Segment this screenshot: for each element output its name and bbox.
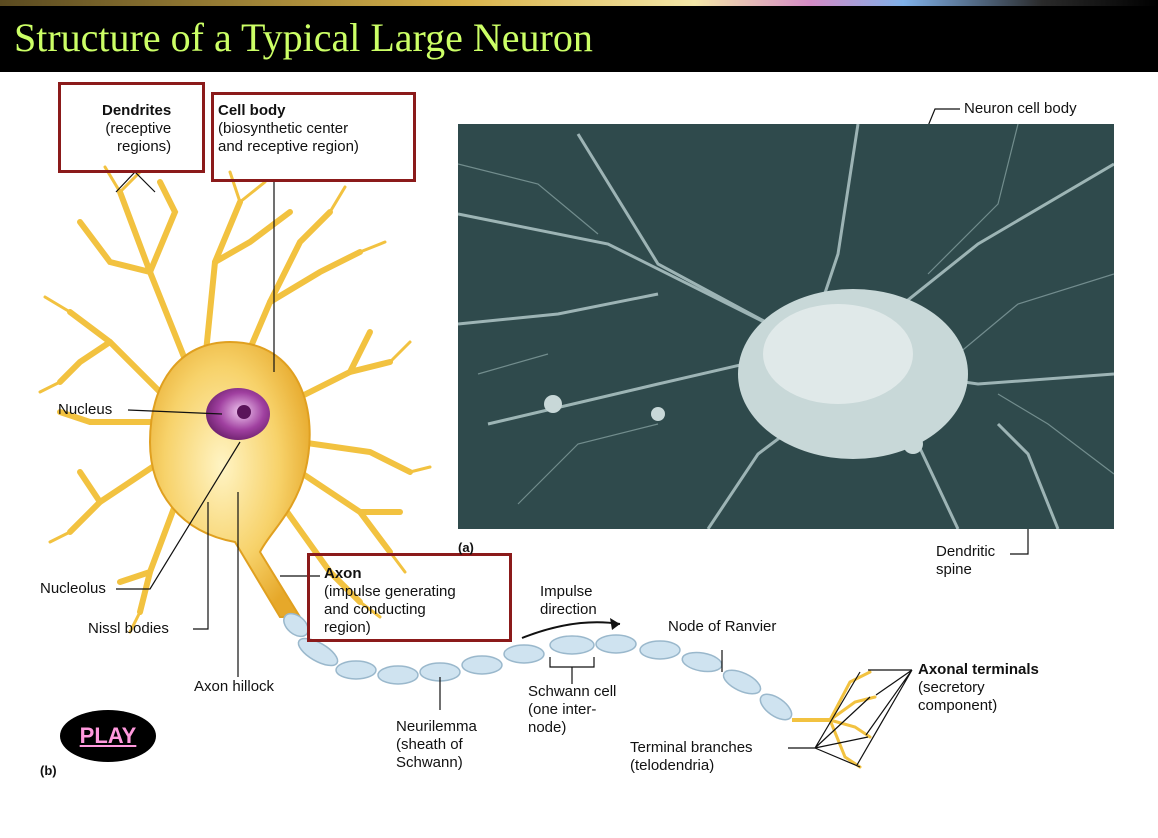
myelin-sheath [283,612,793,721]
label-impulse-direction: Impulse direction [540,583,597,619]
label-schwann-line1: Schwann cell [528,683,617,700]
label-terminal-line1: Terminal branches [630,739,753,756]
label-schwann-cell: Schwann cell (one inter- node) [528,683,616,737]
decorative-strip [0,0,1158,6]
label-schwann-line3: node) [528,719,567,736]
label-neurilemma-line2: (sheath of [396,736,463,753]
label-neurilemma: Neurilemma (sheath of Schwann) [396,718,477,772]
label-cell-body-title: Cell body [218,102,286,119]
label-cell-body-line2: and receptive region) [218,138,359,155]
panel-label-a: (a) [458,540,474,555]
nucleolus-shape [237,405,251,419]
play-button[interactable]: PLAY [60,710,156,762]
label-terminal-branches: Terminal branches (telodendria) [630,739,753,775]
label-axon-line2: and conducting [324,601,426,618]
label-axon-line3: region) [324,619,371,636]
label-cell-body: Cell body (biosynthetic center and recep… [218,102,359,156]
label-neurilemma-line1: Neurilemma [396,718,477,735]
label-dendrites-line2: regions) [116,138,172,155]
label-schwann-line2: (one inter- [528,701,597,718]
label-neuron-cell-body: Neuron cell body [964,100,1077,117]
label-axon: Axon (impulse generating and conducting … [324,565,456,637]
label-dendritic-spine: Dendritic spine [936,543,995,579]
micrograph-image [458,124,1114,529]
label-impulse-line2: direction [540,601,597,618]
telodendria [828,670,877,769]
dendrite-tree [57,179,413,615]
label-axonal-terminals-line2: component) [918,697,998,714]
label-terminal-line2: (telodendria) [630,757,715,774]
label-nucleus: Nucleus [58,401,113,418]
label-cell-body-line1: (biosynthetic center [218,120,349,137]
impulse-direction-arrow [521,621,621,639]
label-nucleolus: Nucleolus [40,580,106,597]
label-axonal-terminals-line1: (secretory [918,679,985,696]
label-dendrites: Dendrites (receptive regions) [102,102,171,156]
label-axonal-terminals: Axonal terminals (secretory component) [918,661,1039,715]
label-axon-line1: (impulse generating [324,583,456,600]
panel-label-b: (b) [40,763,57,778]
label-dendritic-spine-line1: Dendritic [936,543,996,560]
label-dendritic-spine-line2: spine [936,561,972,578]
label-impulse-line1: Impulse [540,583,593,600]
leader-lines [115,108,1029,768]
cell-body-shape [148,340,311,618]
cell-body-highlight-box [211,92,416,182]
label-nissl-bodies: Nissl bodies [88,620,169,637]
label-axon-hillock: Axon hillock [194,678,275,695]
axon-highlight-box [307,553,512,642]
diagram-canvas: Dendrites (receptive regions) Cell body … [0,72,1158,838]
dendrite-fine-branches [38,165,432,634]
play-button-label[interactable]: PLAY [79,723,137,748]
label-node-of-ranvier: Node of Ranvier [668,618,777,635]
neuron-illustration [38,108,1029,769]
label-axonal-terminals-title: Axonal terminals [918,661,1039,678]
label-dendrites-title: Dendrites [102,102,172,119]
label-axon-title: Axon [324,565,362,582]
micrograph-rendering [458,124,1114,529]
title-bar: Structure of a Typical Large Neuron [0,0,1158,72]
label-dendrites-line1: (receptive [105,120,172,137]
dendrites-highlight-box [58,82,205,173]
label-neurilemma-line3: Schwann) [396,754,463,771]
slide-title: Structure of a Typical Large Neuron [14,15,593,60]
